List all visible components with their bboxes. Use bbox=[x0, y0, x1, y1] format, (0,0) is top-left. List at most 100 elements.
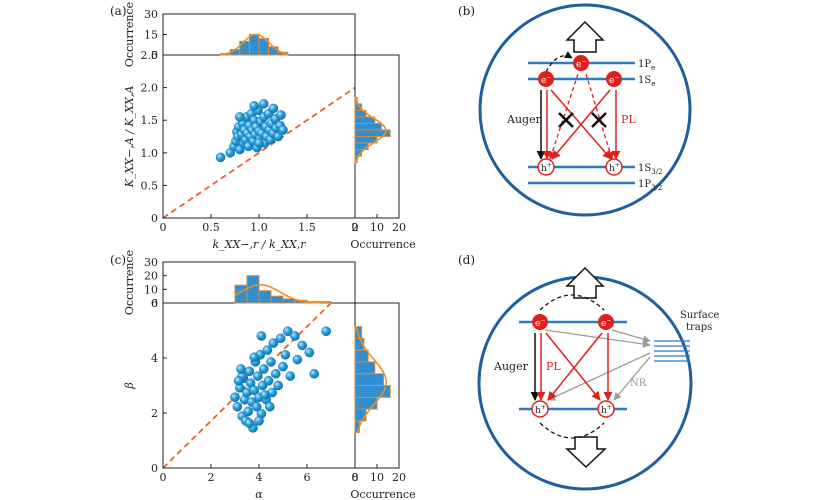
electron-d-right bbox=[598, 314, 614, 330]
down-arrow-icon-d bbox=[565, 436, 607, 469]
data-point bbox=[290, 331, 300, 341]
panel-b-label: (b) bbox=[458, 4, 475, 18]
x-tick-label: 4 bbox=[256, 471, 263, 484]
x-axis-label: k_XX−,r / k_XX,r bbox=[212, 238, 306, 251]
nr-arrow-4 bbox=[613, 356, 651, 401]
x-tick-label: 1.5 bbox=[298, 221, 316, 234]
pl-arrow-cross-2 bbox=[551, 89, 611, 160]
top-hist-tick-label: 10 bbox=[144, 283, 158, 296]
electron-left-label: e− bbox=[541, 74, 551, 86]
hole-d-right-label: h+ bbox=[601, 404, 612, 416]
data-point bbox=[278, 361, 288, 372]
y-tick-label: 4 bbox=[151, 352, 158, 365]
level-label-1se: 1Se bbox=[638, 75, 655, 88]
panel-a-label: (a) bbox=[110, 4, 127, 18]
top-hist-tick-label: 20 bbox=[144, 270, 158, 283]
up-arrow-icon bbox=[565, 20, 605, 53]
data-point bbox=[233, 375, 244, 386]
electron-d-left bbox=[532, 314, 548, 330]
surface-traps-label-1: Surface bbox=[680, 310, 719, 321]
pl-label-b: PL bbox=[621, 113, 636, 126]
x-tick-label: 0 bbox=[160, 471, 167, 484]
nanocrystal-circle bbox=[478, 3, 692, 217]
data-point bbox=[260, 390, 270, 400]
y-tick-label: 0 bbox=[151, 462, 158, 475]
y-tick-label: 0 bbox=[151, 212, 158, 225]
right-hist-tick-label: 0 bbox=[352, 471, 359, 484]
right-hist-fit-curve bbox=[355, 326, 388, 433]
data-point bbox=[236, 364, 246, 374]
data-point bbox=[252, 371, 263, 381]
y-tick-label: 0.5 bbox=[141, 179, 159, 192]
excitation-dashed-arrow bbox=[545, 51, 573, 73]
right-hist-bar bbox=[354, 349, 369, 363]
data-point bbox=[262, 345, 273, 355]
top-hist-tick-label: 30 bbox=[144, 8, 158, 21]
pl-label-d: PL bbox=[546, 360, 561, 373]
data-point bbox=[268, 338, 279, 348]
top-hist-bar bbox=[246, 275, 260, 304]
data-point bbox=[249, 101, 259, 111]
y-tick-label: 1.0 bbox=[141, 147, 159, 160]
up-arrow-icon-d bbox=[565, 266, 605, 299]
hole-right-label: h+ bbox=[609, 162, 620, 174]
hole-d-left-label: h+ bbox=[535, 404, 546, 416]
x-tick-label: 0.5 bbox=[202, 221, 220, 234]
data-point bbox=[304, 347, 315, 358]
nr-arrow-3 bbox=[547, 352, 651, 401]
level-label-1p32: 1P3/2 bbox=[638, 179, 662, 192]
top-hist-tick-label: 15 bbox=[144, 29, 158, 42]
dashed-arc-top bbox=[539, 294, 605, 311]
data-point bbox=[282, 326, 293, 337]
data-point bbox=[232, 401, 243, 412]
top-hist-tick-label: 0 bbox=[151, 297, 158, 310]
y-axis-label: K_XX−,A / K_XX,A bbox=[123, 86, 136, 189]
right-hist-tick-label: 10 bbox=[370, 221, 384, 234]
dashed-arc-bottom bbox=[539, 422, 605, 439]
pl-arrow-d-2 bbox=[545, 332, 601, 401]
right-hist-bar bbox=[354, 396, 378, 410]
y-tick-label: 6 bbox=[151, 297, 158, 310]
data-point bbox=[280, 350, 291, 360]
y-tick-label: 2.5 bbox=[141, 49, 159, 62]
right-hist-xlabel: Occurrence bbox=[350, 238, 415, 251]
diagonal-reference-line bbox=[162, 86, 356, 219]
level-label-1pe: 1Pe bbox=[638, 59, 655, 72]
right-hist-tick-label: 0 bbox=[352, 221, 359, 234]
data-point bbox=[292, 354, 303, 365]
y-tick-label: 1.5 bbox=[141, 114, 159, 127]
level-label-1s32: 1S3/2 bbox=[638, 163, 662, 176]
surface-traps-label-2: traps bbox=[686, 322, 712, 333]
auger-label-b: Auger bbox=[506, 113, 542, 126]
right-hist-xlabel: Occurrence bbox=[350, 488, 415, 500]
blocked-cross-icon-2 bbox=[591, 112, 607, 128]
right-hist-bar bbox=[354, 361, 376, 375]
right-hist-bar bbox=[354, 122, 382, 131]
hole-d-right bbox=[597, 400, 615, 418]
electron-right bbox=[606, 71, 622, 87]
data-point bbox=[266, 357, 276, 367]
pl-dashed-arrow-2 bbox=[585, 73, 614, 160]
data-point bbox=[251, 401, 262, 412]
electron-left bbox=[538, 71, 554, 87]
y-tick-label: 2 bbox=[151, 407, 158, 420]
data-point bbox=[278, 125, 288, 135]
pl-arrow-d-3 bbox=[547, 332, 603, 401]
right-hist-tick-label: 20 bbox=[392, 221, 406, 234]
top-hist-fit-curve bbox=[220, 33, 288, 56]
data-point bbox=[230, 392, 240, 403]
electron-d-left-label: e− bbox=[535, 317, 545, 329]
hole-right bbox=[605, 158, 623, 176]
top-hist-bar bbox=[258, 290, 272, 304]
blocked-cross-icon-1 bbox=[558, 112, 574, 128]
top-hist-bar bbox=[282, 298, 296, 304]
data-point bbox=[234, 112, 245, 122]
y-axis-label: β bbox=[123, 382, 136, 389]
top-hist-bar bbox=[270, 295, 284, 304]
x-tick-label: 2 bbox=[352, 221, 359, 234]
nr-arrow-2 bbox=[611, 329, 651, 343]
right-hist-fit-curve bbox=[354, 97, 387, 163]
data-point bbox=[309, 368, 320, 379]
